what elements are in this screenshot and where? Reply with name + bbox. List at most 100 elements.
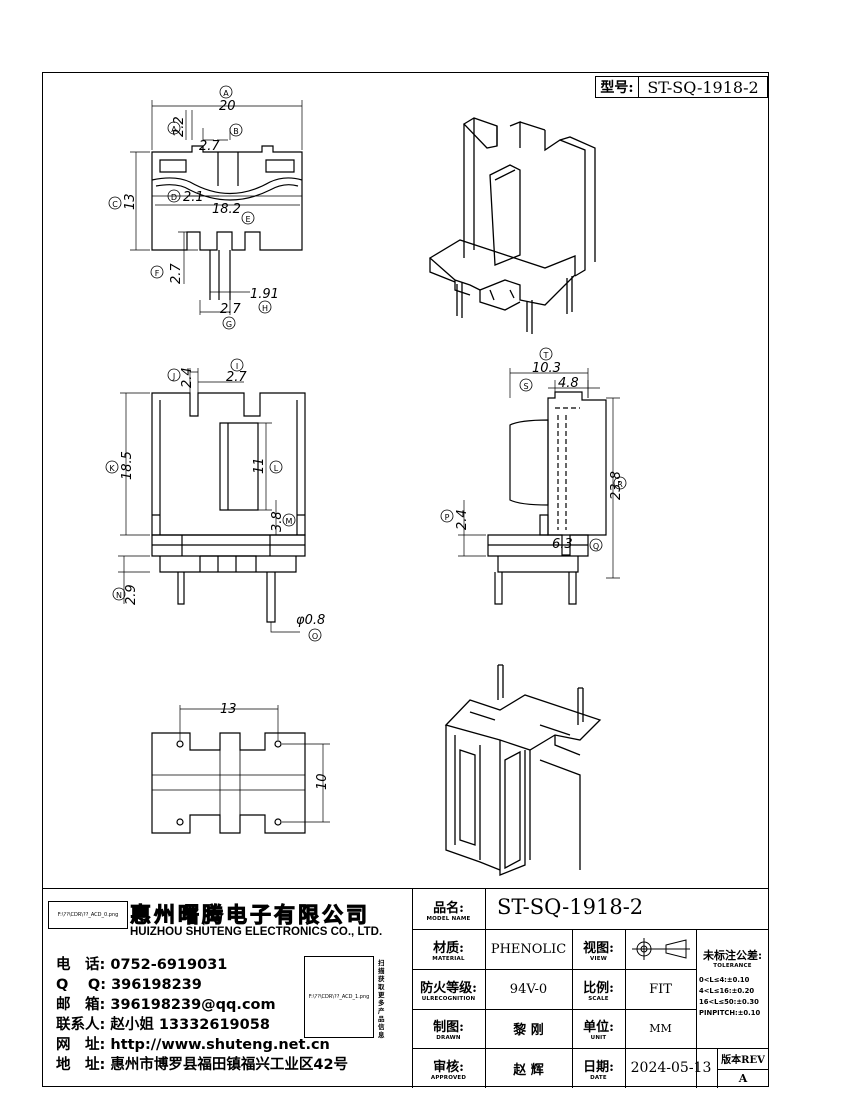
callout-O: O [308,628,322,642]
scale-label-cell: 比例: SCALE [583,980,614,1002]
dim-Q-text: 6.3 [552,537,573,552]
contact-row: 联系人: 赵小姐 13332619058 [56,1017,270,1033]
svg-text:P: P [445,513,450,522]
approved-label-cell: 审核: APPROVED [430,1059,467,1081]
dim-E-text: 18.2 [212,202,241,217]
callout-N: N [112,587,126,601]
callouts: A A B C D E F G H I J K L M N O T S R P … [105,85,627,642]
contacts-list: 电 话: 0752-6919031 Q Q: 396198239 邮 箱: 39… [56,953,348,1073]
tolerance-line: 0<L≤4:±0.10 [699,976,750,984]
callout-C: C [108,196,122,210]
company-logo: F:\??\CDR\??_ACD_0.png [48,901,128,929]
callout-D: D [167,189,181,203]
model-name-label-cell: 品名: MODEL NAME [426,900,471,922]
dim-F-text: 2.7 [169,263,184,284]
bottom-view: 13 10 [151,702,330,834]
svg-text:J: J [172,372,175,381]
drawn-value: 黎 刚 [513,1023,544,1038]
iso-view-top [428,117,596,334]
dim-J-text: 2.4 [180,367,195,388]
callout-S: S [519,378,533,392]
dim-N-text: 2.9 [124,584,139,605]
callout-P: P [440,509,454,523]
company-name-cn: 惠州曙腾电子有限公司 [130,903,370,928]
contact-row: 地 址: 惠州市博罗县福田镇福兴工业区42号 [56,1057,349,1073]
svg-text:E: E [245,215,250,224]
dim-P-text: 2.4 [455,509,470,530]
contact-row: 电 话: 0752-6919031 [56,957,228,973]
callout-B: B [229,123,243,137]
svg-text:K: K [109,464,115,473]
model-header-label: 型号: [596,77,639,97]
callout-G: G [222,316,236,330]
svg-text:O: O [312,632,318,641]
dim-T-text: 10.3 [532,361,561,376]
approved-value: 赵 辉 [513,1062,544,1078]
projection-symbol-icon [625,929,696,969]
dim-D-text: 2.1 [183,190,204,205]
date-value: 2024-05-13 [630,1060,712,1076]
callout-F: F [150,265,164,279]
dim-M-text: 3.8 [270,511,285,532]
svg-text:I: I [236,362,238,371]
contact-row: Q Q: 396198239 [56,977,202,993]
svg-text:A: A [171,125,177,134]
dim-H-text: 1.91 [250,287,279,302]
svg-text:M: M [286,517,293,526]
svg-text:S: S [523,382,528,391]
callout-L: L [269,460,283,474]
model-header-value: ST-SQ-1918-2 [647,77,759,97]
dim-R-text: 23.8 [609,471,624,500]
svg-text:L: L [274,464,279,473]
scale-value: FIT [649,981,672,997]
dim-L-text: 11 [252,457,267,474]
callout-E: E [241,211,255,225]
dim-B-text: 2.7 [199,139,220,154]
revision-label: 版本REV [721,1055,765,1066]
callout-M: M [282,513,296,527]
dim-C-text: 13 [123,193,138,210]
svg-text:F: F [155,269,160,278]
company-name-en: HUIZHOU SHUTENG ELECTRONICS CO., LTD. [130,926,383,938]
callout-R: R [613,476,627,490]
dim-G-text: 2.7 [220,302,241,317]
svg-text:B: B [233,127,239,136]
callout-K: K [105,460,119,474]
qr-code: F:\??\CDR\??_ACD_1.png [304,956,374,1038]
iso-view-bottom [444,664,602,876]
callout-A: A [219,85,233,99]
svg-text:D: D [171,193,177,202]
dim-bottom-h-text: 10 [315,773,330,790]
tolerance-line: 4<L≤16:±0.20 [699,987,755,995]
svg-text:T: T [543,351,549,360]
date-label-cell: 日期: DATE [583,1059,614,1081]
tolerance-block: 未标注公差: TOLERANCE 0<L≤4:±0.10 4<L≤16:±0.2… [696,947,769,1019]
side-view: 10.3 4.8 23.8 2.4 6.3 [455,361,624,605]
svg-text:R: R [617,480,623,489]
tolerance-line: 16<L≤50:±0.30 [699,998,759,1006]
revision-value: A [738,1072,748,1085]
model-header: 型号: ST-SQ-1918-2 [595,76,768,98]
material-label-cell: 材质: MATERIAL [432,940,465,962]
callout-T: T [539,347,553,361]
drawing-frame [42,72,769,1087]
title-block: F:\??\CDR\??_ACD_0.png 惠州曙腾电子有限公司 HUIZHO… [42,888,769,1088]
callout-H: H [258,300,272,314]
qr-caption: 扫描获取更多产品信息 [378,959,385,1039]
dim-A-text: 20 [219,99,236,114]
front-view: 2.7 2.4 18.5 11 3.8 2.9 φ0.8 [118,367,325,633]
dim-bottom-w-text: 13 [220,702,237,717]
callout-A2: A [167,121,181,135]
callout-I: I [230,358,244,372]
view-label-cell: 视图: VIEW [583,940,614,962]
callout-Q: Q [589,538,603,552]
contact-row: 网 址: http://www.shuteng.net.cn [56,1037,330,1053]
flame-value: 94V-0 [509,981,548,997]
svg-text:G: G [226,320,232,329]
svg-text:C: C [112,200,118,209]
dim-O-text: φ0.8 [296,613,325,628]
svg-text:N: N [116,591,122,600]
svg-text:Q: Q [593,542,599,551]
tolerance-line: PINPITCH:±0.10 [699,1009,761,1017]
